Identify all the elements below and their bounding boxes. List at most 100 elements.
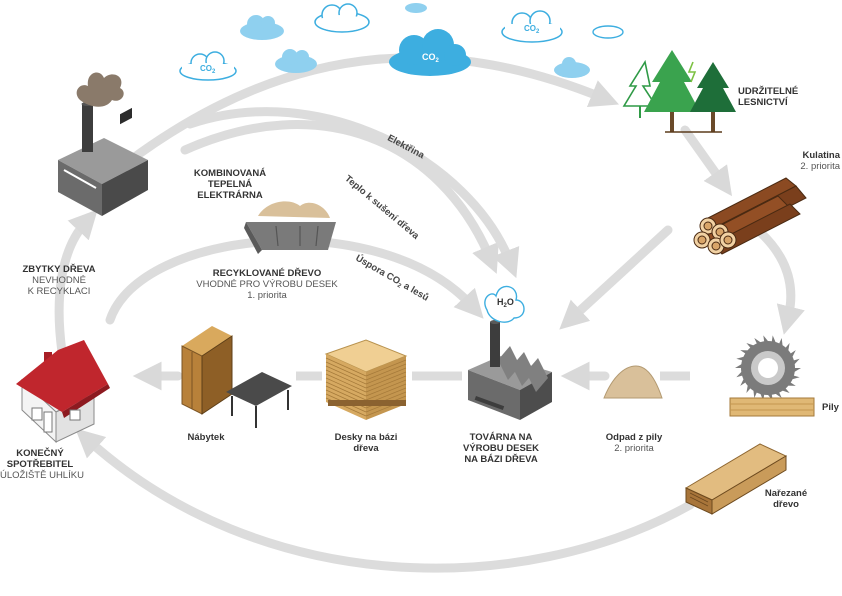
saw-tooth	[785, 343, 790, 352]
cloud-icon	[314, 3, 370, 33]
sawn-wood-line1: Nařezané	[764, 488, 808, 499]
saw-tooth	[736, 356, 745, 361]
wood-residue-line3: K RECYKLACI	[27, 286, 91, 297]
saw-tooth	[740, 378, 747, 386]
board-factory-label: TOVÁRNA NA VÝROBU DESEK NA BÁZI DŘEVA	[446, 432, 556, 465]
sawmill-title: Pily	[822, 402, 839, 413]
arrow-heat	[185, 107, 520, 279]
saw-tooth	[735, 363, 743, 368]
saw-tooth	[789, 350, 796, 358]
panel-layer-line	[365, 379, 407, 397]
saw-tooth	[793, 368, 801, 373]
chp-plant-line1: KOMBINOVANÁ	[193, 168, 267, 179]
saw-tooth	[736, 370, 744, 378]
power-plant-icon	[58, 72, 148, 216]
panels-line1: Desky na bázi	[334, 432, 398, 443]
panel-layer-line	[365, 367, 407, 385]
panels-label: Desky na bázi dřeva	[322, 432, 410, 454]
panel-layer-line	[365, 383, 407, 401]
panel-layer-line	[365, 371, 407, 389]
board-factory-line2: VÝROBU DESEK	[462, 443, 539, 454]
logs-label: Kulatina 2. priorita	[770, 150, 840, 172]
co2-label-left: CO2	[200, 64, 216, 75]
co2-cloud-right	[501, 10, 563, 43]
board-factory-line1: TOVÁRNA NA	[469, 432, 533, 443]
consumer-line2: SPOTŘEBITEL	[6, 459, 74, 470]
forestry-label: UDRŽITELNÉ LESNICTVÍ	[738, 86, 798, 108]
saw-tooth	[746, 343, 755, 349]
logs-title: Kulatina	[802, 150, 840, 161]
panels-line2: dřeva	[353, 443, 379, 454]
cloud-icon	[405, 3, 427, 13]
saw-tooth	[781, 387, 790, 393]
saw-tooth	[753, 389, 758, 399]
flow-arrows	[54, 53, 805, 573]
pine-trees-icon	[622, 50, 736, 133]
furniture-icon	[181, 326, 292, 428]
wood-residue-label: ZBYTKY DŘEVA NEVHODNÉ K RECYKLACI	[14, 264, 104, 297]
saw-tooth	[746, 384, 751, 393]
furniture-label: Nábytek	[176, 432, 236, 443]
sawn-wood-line2: dřevo	[773, 499, 799, 510]
panel-layer-line	[365, 375, 407, 393]
saw-tooth	[787, 382, 796, 386]
arrow-sawn-to-house	[75, 428, 695, 573]
forestry-label-line2: LESNICTVÍ	[738, 97, 788, 108]
arrow-logs-to-sawmill	[755, 227, 805, 335]
wood-panels-icon	[324, 339, 408, 420]
panel-layer-line	[325, 369, 367, 389]
cloud-icon	[554, 57, 590, 78]
consumer-line3: ÚLOŽIŠTĚ UHLÍKU	[0, 470, 84, 481]
saw-tooth	[740, 350, 749, 354]
factory-icon	[468, 285, 552, 420]
saw-tooth	[778, 337, 783, 347]
furniture-title: Nábytek	[187, 432, 225, 443]
wood-residue-line1: ZBYTKY DŘEVA	[22, 264, 96, 275]
arrow-electricity	[180, 120, 499, 274]
arrow-forest-to-logs	[680, 125, 733, 197]
logs-priority: 2. priorita	[800, 161, 840, 172]
wood-residue-line2: NEVHODNÉ	[32, 275, 86, 286]
saw-tooth	[791, 375, 800, 380]
arrow-logs-to-factory	[559, 225, 673, 330]
saw-tooth	[754, 337, 762, 345]
panel-layer-line	[325, 365, 367, 385]
log-pile-icon	[693, 177, 807, 255]
lumber-icon	[684, 443, 788, 515]
sawdust-label: Odpad z pily 2. priorita	[596, 432, 672, 454]
sawdust-pile-icon	[603, 365, 663, 399]
sawn-wood-label: Nařezané dřevo	[756, 488, 816, 510]
panel-layer-line	[325, 357, 367, 377]
recycled-wood-label: RECYKLOVANÉ DŘEVO VHODNÉ PRO VÝROBU DESE…	[192, 268, 342, 301]
panel-layer-line	[365, 359, 407, 377]
recycled-line3: 1. priorita	[247, 290, 287, 301]
house-icon	[16, 340, 110, 444]
chp-plant-label: KOMBINOVANÁ TEPELNÁ ELEKTRÁRNA	[186, 168, 274, 201]
co2-cloud-left	[179, 51, 237, 81]
forestry-label-line1: UDRŽITELNÉ	[738, 86, 799, 97]
co2-label-right: CO2	[524, 24, 540, 35]
panel-layer-line	[325, 361, 367, 381]
skip-container-icon	[244, 201, 336, 254]
board-factory-line3: NA BÁZI DŘEVA	[464, 454, 538, 465]
saw-tooth	[763, 335, 769, 343]
co2-label-main: CO2	[422, 52, 439, 64]
panel-layer-line	[325, 381, 367, 401]
sawmill-label: Pily	[822, 402, 839, 413]
panel-layer-line	[325, 373, 367, 393]
saw-blade-icon	[729, 335, 815, 417]
h2o-label: H2O	[497, 297, 514, 309]
chp-plant-line2: TEPELNÁ	[207, 179, 253, 190]
cloud-icon	[275, 49, 317, 73]
saw-tooth	[771, 335, 777, 344]
recycled-line1: RECYKLOVANÉ DŘEVO	[212, 268, 322, 279]
cloud-icon	[592, 25, 624, 39]
co2-cloud-main	[389, 29, 471, 76]
recycled-line2: VHODNÉ PRO VÝROBU DESEK	[196, 279, 338, 290]
saw-tooth	[774, 391, 782, 399]
saw-tooth	[792, 358, 800, 366]
arrow-house-to-plant	[54, 209, 98, 357]
consumer-label: KONEČNÝ SPOTŘEBITEL ÚLOŽIŠTĚ UHLÍKU	[0, 448, 84, 481]
sawdust-priority: 2. priorita	[614, 443, 654, 454]
